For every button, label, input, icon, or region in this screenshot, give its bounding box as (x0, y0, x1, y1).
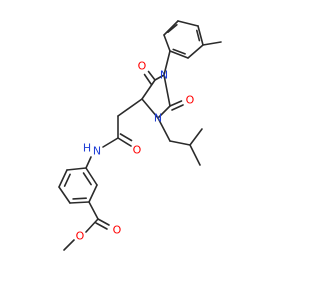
bond (72, 197, 87, 200)
bond (147, 70, 156, 81)
bond (157, 117, 171, 142)
bond (167, 23, 178, 34)
bond (141, 98, 159, 119)
nitrogen-label-ring-left: N (154, 112, 162, 125)
oxygen-label-ring-top: O (138, 60, 147, 73)
bond (117, 137, 132, 147)
nitrogen-label-amide: N (93, 145, 101, 158)
bond (58, 186, 71, 204)
bond (196, 29, 201, 42)
bond (119, 133, 133, 142)
bond (85, 218, 99, 233)
bond (169, 50, 189, 59)
bond (97, 218, 110, 226)
bond (85, 156, 92, 169)
bond (95, 222, 108, 230)
nitrogen-label-ring-top: N (160, 69, 168, 82)
bond (163, 20, 179, 36)
bond (171, 104, 184, 111)
bond (202, 41, 222, 46)
bond (172, 48, 186, 55)
bond (169, 100, 183, 107)
bonds (58, 20, 222, 251)
hydrogen-label-amide: H (83, 142, 91, 155)
bond (66, 167, 87, 171)
bond (157, 105, 171, 119)
oxygen-label-ester-carbonyl: O (113, 224, 122, 237)
bond (163, 74, 171, 107)
atom-labels: O N O N O H N O O (76, 60, 195, 243)
bond (88, 201, 99, 220)
bond (141, 79, 156, 100)
oxygen-label-ester-ether: O (76, 230, 85, 243)
molecule-structure-diagram: O N O N O H N O O (58, 20, 222, 251)
bond (197, 25, 204, 46)
bond (88, 184, 98, 203)
bond (63, 173, 71, 187)
bond (163, 34, 171, 52)
bond (82, 172, 92, 186)
bond (117, 98, 143, 117)
bond (177, 20, 199, 27)
bond (169, 140, 191, 146)
bond (143, 73, 152, 85)
bond (187, 44, 204, 59)
bond (85, 167, 98, 186)
bond (163, 50, 171, 76)
bond (189, 128, 203, 146)
oxygen-label-amide: O (133, 144, 142, 157)
bond (102, 137, 119, 148)
bond (63, 239, 75, 251)
bond (154, 74, 165, 81)
bond (69, 201, 90, 204)
oxygen-label-ring-right: O (186, 94, 195, 107)
bond (189, 144, 201, 166)
bond (58, 169, 68, 188)
